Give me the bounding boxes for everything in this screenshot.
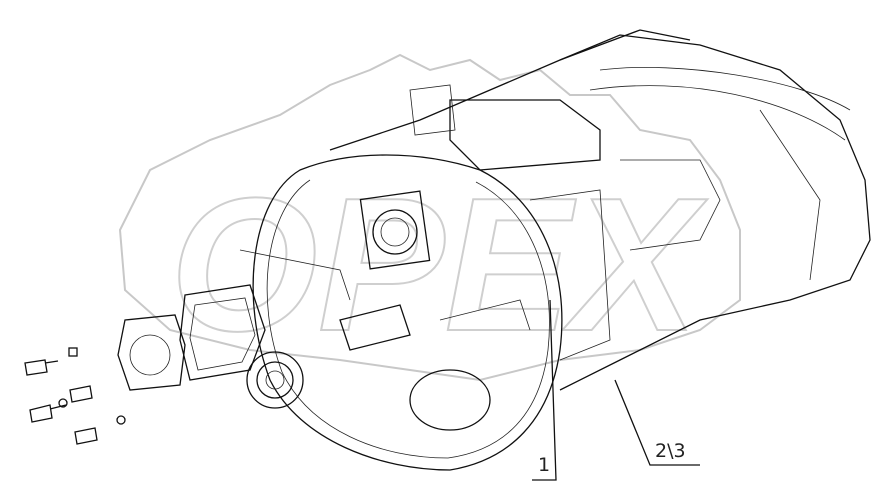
leader-lines xyxy=(532,299,700,481)
exploded-parts xyxy=(24,284,304,445)
watermark-text: OPEX xyxy=(170,159,708,371)
callout-1: 1 xyxy=(538,454,551,476)
leader-line-1 xyxy=(532,299,557,481)
leader-line-2-3 xyxy=(614,379,700,466)
gearbox-housing xyxy=(239,29,871,471)
callout-2-3: 2\3 xyxy=(655,440,686,462)
watermark-logo: OPEX xyxy=(118,53,741,382)
